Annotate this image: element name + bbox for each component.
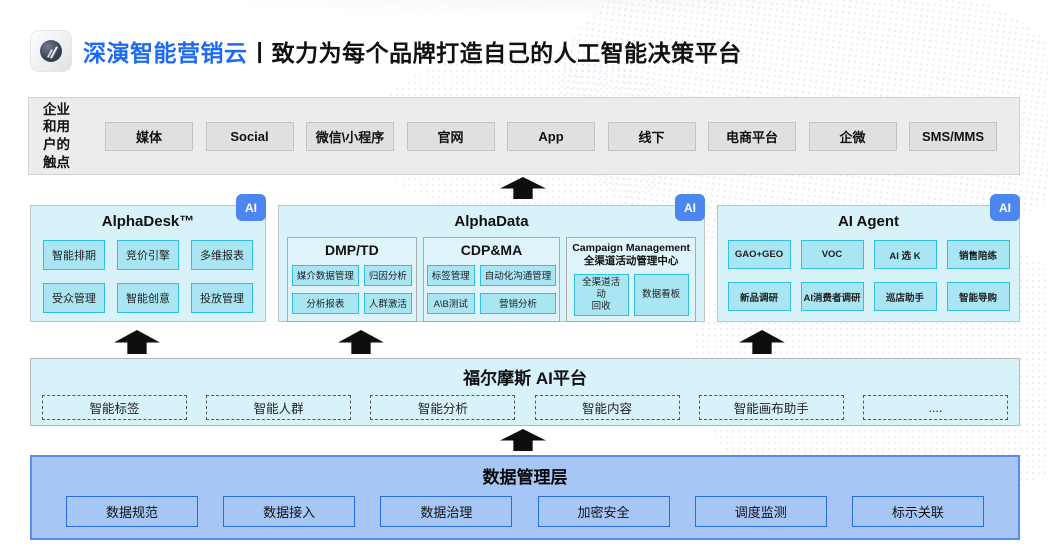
feature-box: 媒介数据管理 (291, 264, 359, 286)
data-layer-list: 数据规范数据接入数据治理加密安全调度监测标示关联 (32, 488, 1018, 527)
feature-box: 智能创意 (117, 283, 179, 313)
data-layer-box: 数据规范 (66, 496, 198, 527)
feature-box: 标签管理 (426, 264, 475, 286)
touchpoint-list: 媒体 Social 微信\小程序官网 App 线下电商平台企微 SMS/MMS (105, 121, 997, 151)
feature-box: 销售陪练 (946, 240, 1010, 269)
product-panels-row: AI AlphaDesk™ 智能排期竞价引擎多维报表受众管理智能创意投放管理 A… (30, 194, 1020, 322)
logo-sphere-icon (40, 40, 62, 62)
feature-box: 自动化沟通管理 (479, 264, 557, 286)
data-layer-box: 数据治理 (380, 496, 513, 527)
capability-box: 智能内容 (534, 395, 680, 420)
alphadata-sections: DMP/TD 媒介数据管理归因分析分析报表人群激活 CDP&MA 标签管理自动化… (279, 230, 704, 322)
feature-box: AI 选 K (873, 240, 937, 269)
touchpoint-box: 电商平台 (708, 121, 796, 151)
dmp-td-feature-list: 媒介数据管理归因分析分析报表人群激活 (291, 264, 412, 314)
touchpoint-box: SMS/MMS (909, 121, 997, 151)
feature-box: 营销分析 (479, 292, 557, 314)
capability-box: 智能标签 (42, 395, 187, 420)
touchpoint-label: 企业 和用 户的 触点 (43, 101, 70, 170)
ai-badge: AI (675, 194, 705, 221)
panel-title: AI Agent (837, 213, 900, 230)
feature-box: 投放管理 (191, 283, 253, 313)
touchpoint-box: 官网 (406, 121, 495, 151)
feature-box: A\B测试 (426, 292, 475, 314)
data-layer-box: 标示关联 (851, 496, 984, 527)
panel-ai-agent: AI AI Agent GAO+GEO VOC AI 选 K 销售陪练新品调研 AI消费… (717, 194, 1020, 322)
feature-box: 竞价引擎 (117, 240, 179, 270)
panel-title: AlphaData (454, 213, 529, 230)
feature-box: VOC (800, 240, 864, 269)
panel-title: AlphaDesk™ (101, 213, 195, 230)
feature-box: AI消费者调研 (800, 282, 864, 311)
flow-up-arrow-icon (338, 330, 384, 354)
panel-alphadata: AI AlphaData DMP/TD 媒介数据管理归因分析分析报表人群激活 C… (278, 194, 705, 322)
feature-box: 巡店助手 (873, 282, 937, 311)
feature-box: 智能导购 (946, 282, 1010, 311)
touchpoint-box: 媒体 (105, 121, 193, 151)
flow-up-arrow-icon (114, 330, 160, 354)
touchpoint-box: 企微 (808, 121, 897, 151)
feature-box: 数据看板 (633, 274, 689, 316)
feature-box: 新品调研 (727, 282, 791, 311)
capability-box: 智能人群 (206, 395, 352, 420)
section-campaign-management: Campaign Management 全渠道活动管理中心 全渠道活动 回收数据… (566, 237, 696, 322)
data-layer-box: 加密安全 (537, 496, 670, 527)
ai-badge: AI (990, 194, 1020, 221)
feature-box: 全渠道活动 回收 (573, 274, 629, 316)
capability-box: 智能分析 (370, 395, 516, 420)
feature-box: 分析报表 (291, 292, 359, 314)
capability-box: .... (862, 395, 1008, 420)
touchpoint-box: App (507, 121, 595, 151)
page-tagline: 致力为每个品牌打造自己的人工智能决策平台 (271, 40, 742, 66)
ai-agent-feature-list: GAO+GEO VOC AI 选 K 销售陪练新品调研 AI消费者调研巡店助手智能导购 (718, 240, 1019, 311)
section-title: Campaign Management 全渠道活动管理中心 (572, 242, 691, 268)
feature-box: 归因分析 (363, 264, 412, 286)
capability-box: 智能画布助手 (698, 395, 844, 420)
data-layer-title: 数据管理层 (482, 468, 568, 487)
brand-logo-icon (30, 30, 72, 72)
campaign-feature-list: 全渠道活动 回收数据看板 (573, 274, 689, 316)
brand-title: 深演智能营销云 (83, 40, 248, 66)
section-title: CDP&MA (460, 242, 523, 258)
touchpoint-box: Social (205, 121, 294, 151)
flow-up-arrow-icon (500, 429, 546, 451)
touchpoint-box: 微信\小程序 (306, 121, 394, 151)
feature-box: 多维报表 (191, 240, 253, 270)
title-divider: | (256, 38, 263, 63)
feature-box: GAO+GEO (727, 240, 791, 269)
section-dmp-td: DMP/TD 媒介数据管理归因分析分析报表人群激活 (287, 237, 417, 322)
ai-badge: AI (236, 194, 266, 221)
data-management-band: 数据管理层 数据规范数据接入数据治理加密安全调度监测标示关联 (30, 455, 1020, 540)
ai-platform-capability-list: 智能标签智能人群智能分析智能内容智能画布助手.... (31, 389, 1019, 420)
feature-box: 人群激活 (363, 292, 412, 314)
header: 深演智能营销云 | 致力为每个品牌打造自己的人工智能决策平台 (30, 29, 742, 73)
touchpoint-box: 线下 (607, 121, 696, 151)
data-layer-box: 数据接入 (223, 496, 356, 527)
feature-box: 受众管理 (43, 283, 105, 313)
data-layer-box: 调度监测 (694, 496, 827, 527)
touchpoint-bar: 企业 和用 户的 触点 媒体 Social 微信\小程序官网 App 线下电商平台企微 S… (28, 97, 1020, 175)
panel-alphadesk: AI AlphaDesk™ 智能排期竞价引擎多维报表受众管理智能创意投放管理 (30, 194, 266, 322)
ai-platform-band: 福尔摩斯 AI平台 智能标签智能人群智能分析智能内容智能画布助手.... (30, 358, 1020, 426)
ai-platform-title: 福尔摩斯 AI平台 (463, 369, 587, 388)
section-title: DMP/TD (325, 242, 379, 258)
alphadesk-feature-list: 智能排期竞价引擎多维报表受众管理智能创意投放管理 (31, 240, 265, 313)
feature-box: 智能排期 (43, 240, 105, 270)
